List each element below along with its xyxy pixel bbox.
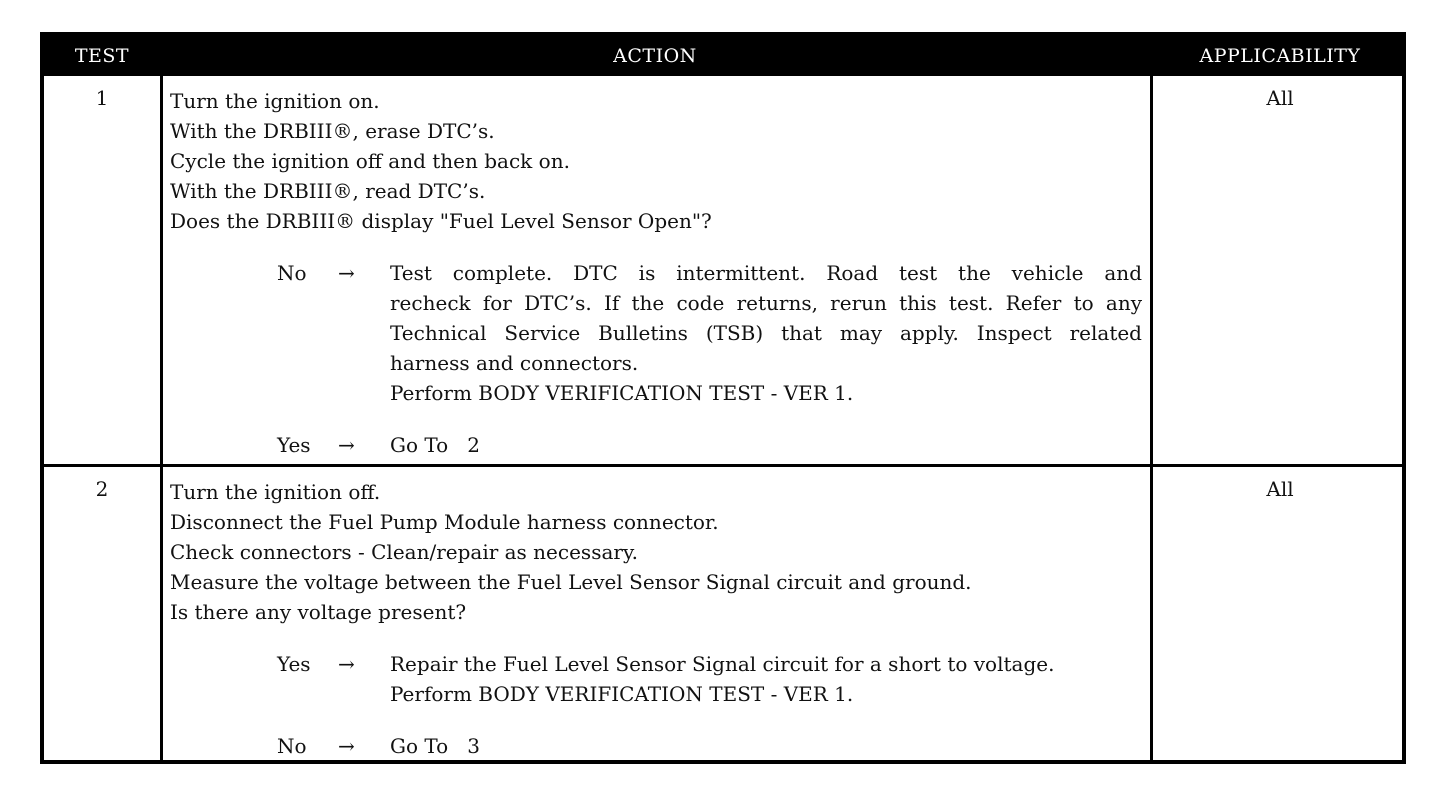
instruction-line: Disconnect the Fuel Pump Module harness … (170, 510, 719, 534)
test-number: 2 (95, 477, 109, 501)
action-cell: Turn the ignition on. With the DRBIII®, … (170, 86, 1145, 460)
answer-label: No (277, 261, 307, 285)
answer-body: Go To 3 (390, 731, 1142, 761)
answer-body: Go To 2 (390, 430, 1142, 460)
answer-no: No → Go To 3 (170, 731, 1145, 761)
table-row: 1 Turn the ignition on. With the DRBIII®… (44, 76, 1402, 464)
row-divider (44, 464, 1402, 467)
answer-label: Yes (277, 652, 311, 676)
applicability-value: All (1266, 86, 1294, 110)
arrow-icon: → (338, 652, 355, 676)
answer-yes: Yes → Go To 2 (170, 430, 1145, 460)
diagnostic-test-table: TEST ACTION APPLICABILITY 1 Turn the ign… (40, 32, 1406, 764)
answer-line: Technical Service Bulletins (TSB) that m… (390, 321, 1142, 345)
applicability-value: All (1266, 477, 1294, 501)
answer-line: Repair the Fuel Level Sensor Signal circ… (390, 652, 1055, 676)
answer-line: harness and connectors. (390, 351, 639, 375)
instruction-line: With the DRBIII®, erase DTC’s. (170, 119, 495, 143)
column-divider (1150, 76, 1153, 760)
instruction-line: Turn the ignition off. (170, 480, 381, 504)
answer-no: No → Test complete. DTC is intermittent.… (170, 258, 1145, 408)
instruction-line: Cycle the ignition off and then back on. (170, 149, 570, 173)
answer-yes: Yes → Repair the Fuel Level Sensor Signa… (170, 649, 1145, 709)
answer-line: recheck for DTC’s. If the code returns, … (390, 291, 1142, 315)
table-row: 2 Turn the ignition off. Disconnect the … (44, 467, 1402, 764)
header-test: TEST (74, 45, 130, 67)
action-cell: Turn the ignition off. Disconnect the Fu… (170, 477, 1145, 761)
answer-label: No (277, 734, 307, 758)
answer-label: Yes (277, 433, 311, 457)
instruction-line: Is there any voltage present? (170, 600, 467, 624)
table-header: TEST ACTION APPLICABILITY (44, 36, 1402, 76)
answer-body: Repair the Fuel Level Sensor Signal circ… (390, 649, 1142, 709)
instruction-line: With the DRBIII®, read DTC’s. (170, 179, 486, 203)
answer-line: Test complete. DTC is intermittent. Road… (390, 261, 1142, 285)
test-number: 1 (95, 86, 109, 110)
instruction-line: Measure the voltage between the Fuel Lev… (170, 570, 972, 594)
instruction-line: Turn the ignition on. (170, 89, 380, 113)
instruction-line: Does the DRBIII® display "Fuel Level Sen… (170, 209, 712, 233)
goto-line: Go To 3 (390, 734, 480, 758)
answer-line: Perform BODY VERIFICATION TEST - VER 1. (390, 381, 854, 405)
arrow-icon: → (338, 433, 355, 457)
answer-line: Perform BODY VERIFICATION TEST - VER 1. (390, 682, 854, 706)
column-divider (160, 76, 163, 760)
goto-line: Go To 2 (390, 433, 480, 457)
instruction-line: Check connectors - Clean/repair as neces… (170, 540, 638, 564)
arrow-icon: → (338, 734, 355, 758)
answer-body: Test complete. DTC is intermittent. Road… (390, 258, 1142, 408)
arrow-icon: → (338, 261, 355, 285)
header-applicability: APPLICABILITY (1199, 45, 1361, 67)
header-action: ACTION (613, 45, 697, 67)
